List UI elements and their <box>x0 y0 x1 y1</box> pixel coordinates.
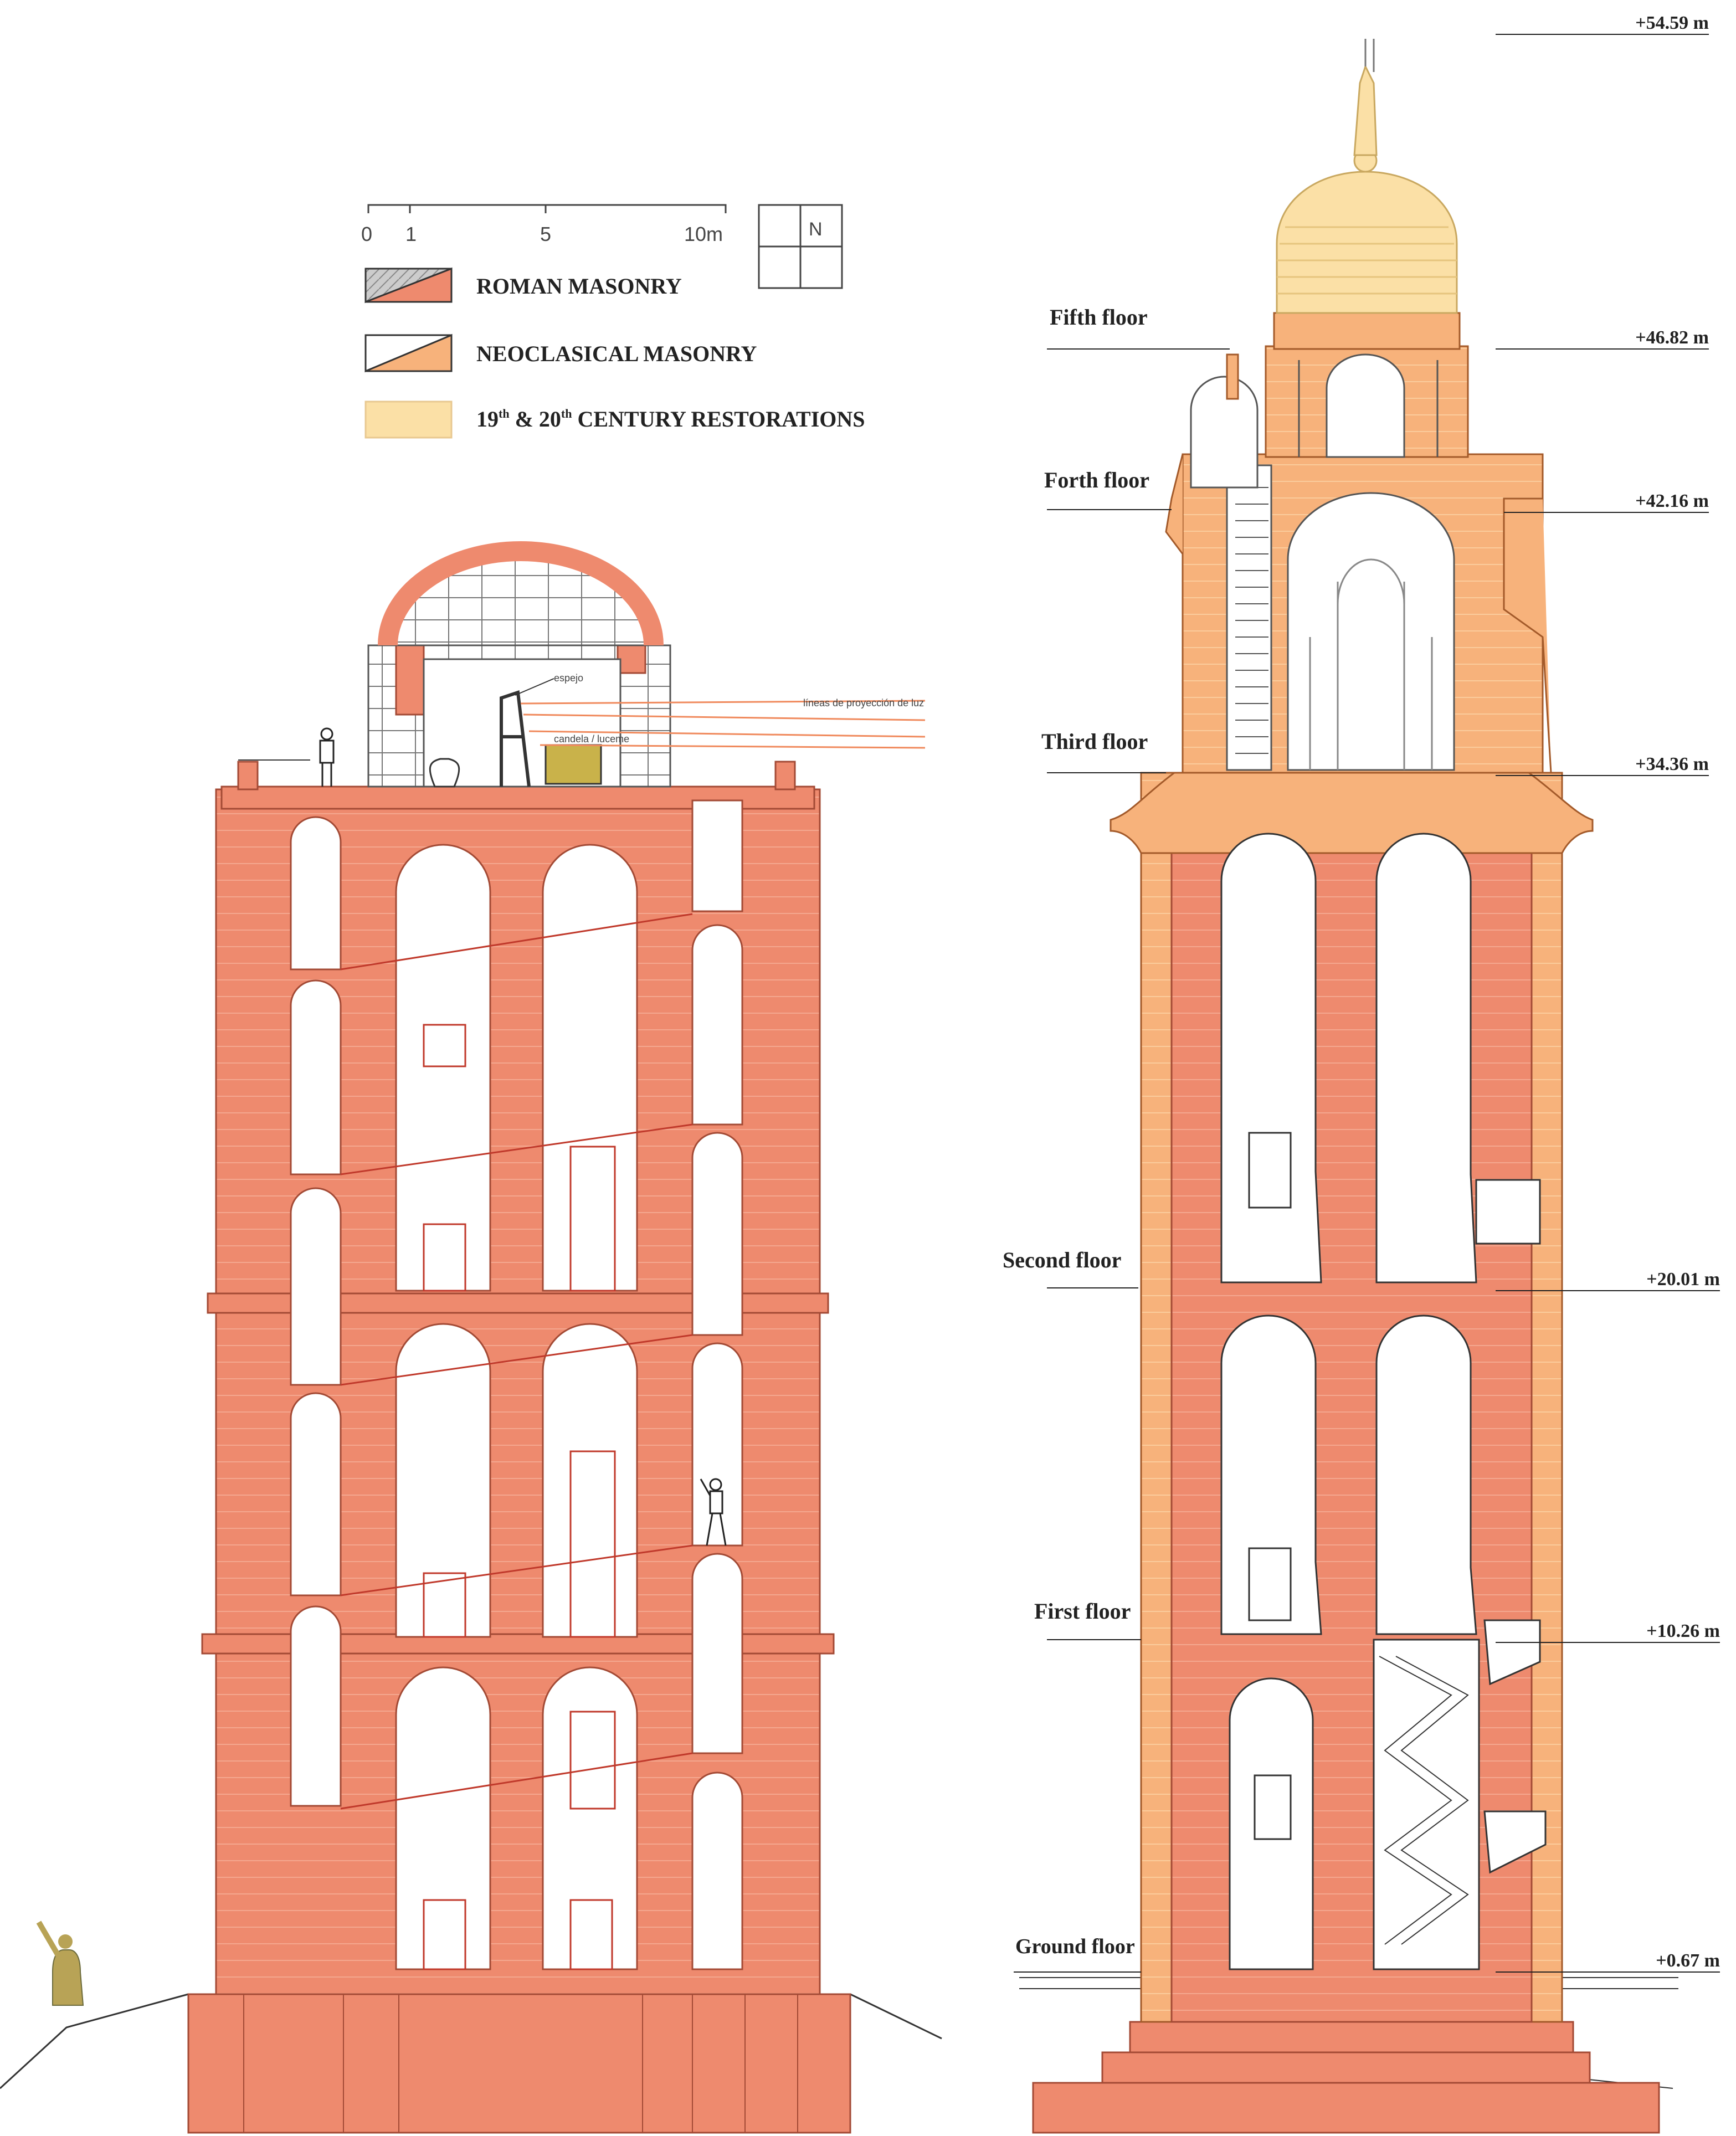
inner-doors <box>423 1024 616 1970</box>
lantern-room: espejo candela / luceme <box>367 541 671 788</box>
upper-arches <box>1220 833 1477 1283</box>
terrain-line <box>0 1993 942 2089</box>
level-lines <box>1014 34 1720 1973</box>
scale-tick-10m: 10m <box>684 223 723 245</box>
legend-restorations: 19th & 20th CENTURY RESTORATIONS <box>364 400 865 439</box>
upper-lantern <box>1165 39 1552 774</box>
base-step-2 <box>1101 2051 1591 2084</box>
section-cut-openings <box>1475 1179 1547 1874</box>
legend-roman: ROMAN MASONRY <box>364 267 682 304</box>
cornice-flare <box>1110 772 1594 854</box>
fire-label: candela / luceme <box>554 733 629 744</box>
level-ground: +0.67 m <box>1656 1950 1720 1971</box>
middle-arches <box>1220 1315 1477 1635</box>
scale-bar: 0 1 5 10m <box>361 204 727 245</box>
tower-base <box>187 1993 851 2134</box>
elevation-labels: +54.59 m +46.82 m +42.16 m +34.36 m +20.… <box>1635 13 1720 1971</box>
base-step-1 <box>1129 2021 1574 2053</box>
legend: 0 1 5 10m N ROMAN MASONRY NEOCLASICAL MA… <box>361 204 865 439</box>
level-first: +10.26 m <box>1646 1621 1720 1641</box>
north-indicator: N <box>758 204 843 289</box>
scale-tick-1: 1 <box>405 223 417 245</box>
level-forth: +42.16 m <box>1635 491 1709 511</box>
legend-restorations-label: 19th & 20th CENTURY RESTORATIONS <box>476 407 865 432</box>
legend-neoclassical-label: NEOCLASICAL MASONRY <box>476 341 757 366</box>
legend-roman-label: ROMAN MASONRY <box>476 274 682 299</box>
human-figure-top <box>319 727 335 787</box>
level-top: +54.59 m <box>1635 13 1709 33</box>
right-shaft-windows <box>691 799 743 1970</box>
floor-label-ground: Ground floor <box>1015 1935 1135 1958</box>
scale-tick-0: 0 <box>361 223 372 245</box>
north-label: N <box>809 219 823 240</box>
level-third: +34.36 m <box>1635 754 1709 774</box>
floor-label-fifth: Fifth floor <box>1050 305 1148 330</box>
floor-label-first: First floor <box>1034 1599 1131 1624</box>
lower-arches <box>1229 1639 1480 1970</box>
mirror-label: espejo <box>554 672 583 684</box>
right-tower-section <box>1014 34 1720 2134</box>
floor-label-forth: Forth floor <box>1044 468 1149 492</box>
scale-tick-5: 5 <box>540 223 551 245</box>
floor-label-second: Second floor <box>1003 1247 1121 1272</box>
level-second: +20.01 m <box>1646 1269 1720 1290</box>
floor-labels: Fifth floor Forth floor Third floor Seco… <box>1003 305 1149 1958</box>
legend-neoclassical: NEOCLASICAL MASONRY <box>364 333 757 373</box>
base-step-3 <box>1032 2082 1660 2134</box>
level-fifth: +46.82 m <box>1635 327 1709 348</box>
left-shaft-windows <box>290 816 342 1807</box>
statue <box>36 1921 84 2006</box>
internal-ramps <box>340 913 693 1810</box>
staircase <box>1379 1656 1469 1945</box>
floor-label-third: Third floor <box>1041 729 1148 754</box>
human-figure-middle <box>700 1478 727 1546</box>
left-tower-elevation: espejo candela / luceme líneas de proyec… <box>0 541 942 2134</box>
light-rays: líneas de proyección de luz <box>520 697 926 749</box>
rays-label: líneas de proyección de luz <box>803 697 924 708</box>
